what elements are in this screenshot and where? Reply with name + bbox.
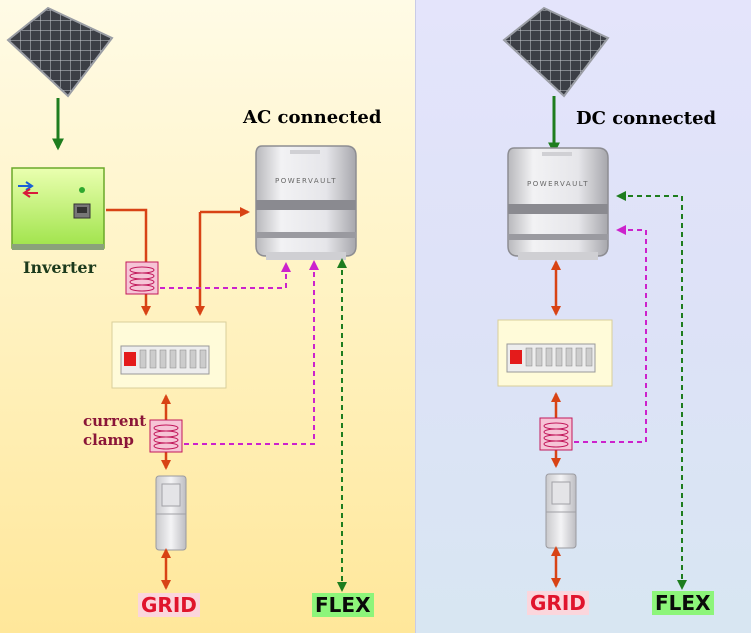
battery-icon — [255, 145, 357, 260]
grid-clamp-signal-line — [184, 260, 319, 445]
solar-panel-icon — [502, 6, 610, 98]
inverter-current-clamp-icon — [125, 261, 159, 295]
battery-brand-text: POWERVAULT — [275, 177, 337, 185]
consumer-unit-icon — [497, 319, 613, 387]
inverter-label: Inverter — [23, 258, 97, 277]
current-clamp-label-line2: clamp — [83, 431, 134, 449]
current-clamp-label: current clamp — [83, 412, 146, 450]
dc-connected-title: DC connected — [576, 108, 717, 129]
grid-label: GRID — [527, 591, 589, 615]
ac-connected-title: AC connected — [243, 107, 382, 128]
electricity-meter-icon — [545, 473, 577, 549]
dc-connected-panel — [415, 0, 751, 633]
inverter-clamp-signal-line — [160, 262, 291, 289]
flex-label: FLEX — [312, 593, 374, 617]
battery-brand-text: POWERVAULT — [527, 180, 589, 188]
flex-label: FLEX — [652, 591, 714, 615]
consumer-unit-icon — [111, 321, 227, 389]
grid-current-clamp-icon — [539, 417, 573, 451]
current-clamp-label-line1: current — [83, 412, 147, 430]
solar-panel-icon — [6, 6, 114, 98]
inverter-icon — [11, 167, 105, 250]
flex-signal-line — [616, 191, 687, 590]
battery-icon — [507, 147, 609, 260]
grid-label: GRID — [138, 593, 200, 617]
electricity-meter-icon — [155, 475, 187, 551]
grid-current-clamp-icon — [149, 419, 183, 453]
